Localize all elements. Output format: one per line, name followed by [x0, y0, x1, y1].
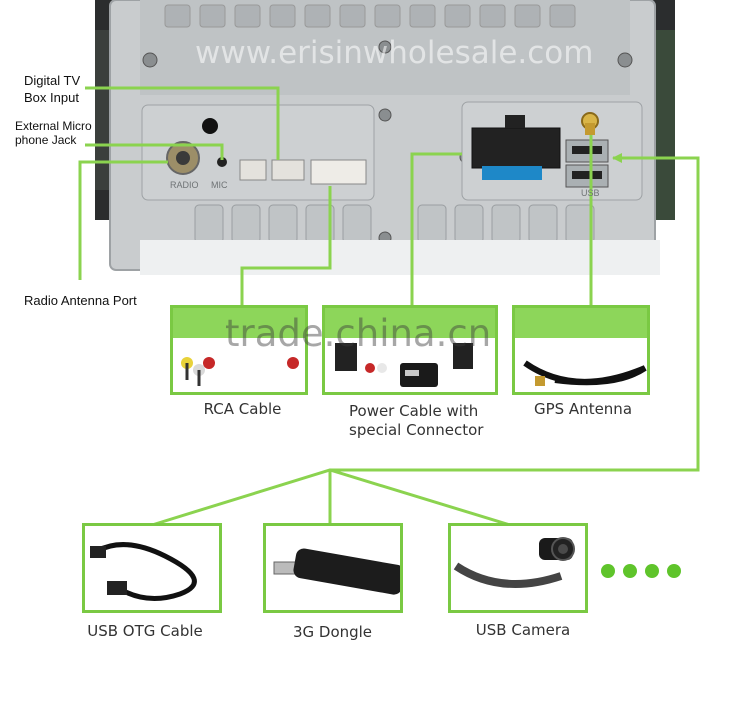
- product-box-rca-cable: [170, 305, 308, 395]
- more-dot-2: [623, 564, 637, 578]
- watermark-top: www.erisinwholesale.com: [195, 35, 594, 71]
- product-box-3g-dongle: [263, 523, 403, 613]
- usb-camera-icon: [453, 537, 575, 588]
- caption-gps-antenna: GPS Antenna: [533, 400, 633, 418]
- gps-antenna-icon: [523, 360, 647, 386]
- caption-usb-camera: USB Camera: [475, 621, 571, 639]
- caption-3g-dongle: 3G Dongle: [292, 623, 373, 641]
- caption-power-cable: Power Cable with special Connector: [349, 402, 484, 439]
- panel-label-mic: MIC: [211, 180, 228, 190]
- product-box-gps-antenna: [512, 305, 650, 395]
- label-radio-antenna-port: Radio Antenna Port: [24, 293, 137, 308]
- panel-label-radio: RADIO: [170, 180, 199, 190]
- label-digital-tv-input: Digital TV Box Input: [24, 73, 81, 105]
- power-cable-icon: [335, 343, 473, 387]
- product-box-usb-camera: [448, 523, 588, 613]
- usb-otg-cable-icon: [90, 542, 197, 601]
- 3g-dongle-icon: [273, 548, 400, 595]
- watermark-middle: trade.china.cn: [225, 312, 492, 355]
- more-dot-1: [601, 564, 615, 578]
- caption-rca-cable: RCA Cable: [203, 400, 282, 418]
- panel-label-usb: USB: [581, 188, 600, 198]
- caption-usb-otg-cable: USB OTG Cable: [87, 622, 203, 640]
- product-box-power-cable: [322, 305, 498, 395]
- more-dot-4: [667, 564, 681, 578]
- label-external-mic-jack: External Micro phone Jack: [15, 119, 92, 147]
- more-dot-3: [645, 564, 659, 578]
- rca-cable-icon: [181, 357, 299, 386]
- product-box-usb-otg-cable: [82, 523, 222, 613]
